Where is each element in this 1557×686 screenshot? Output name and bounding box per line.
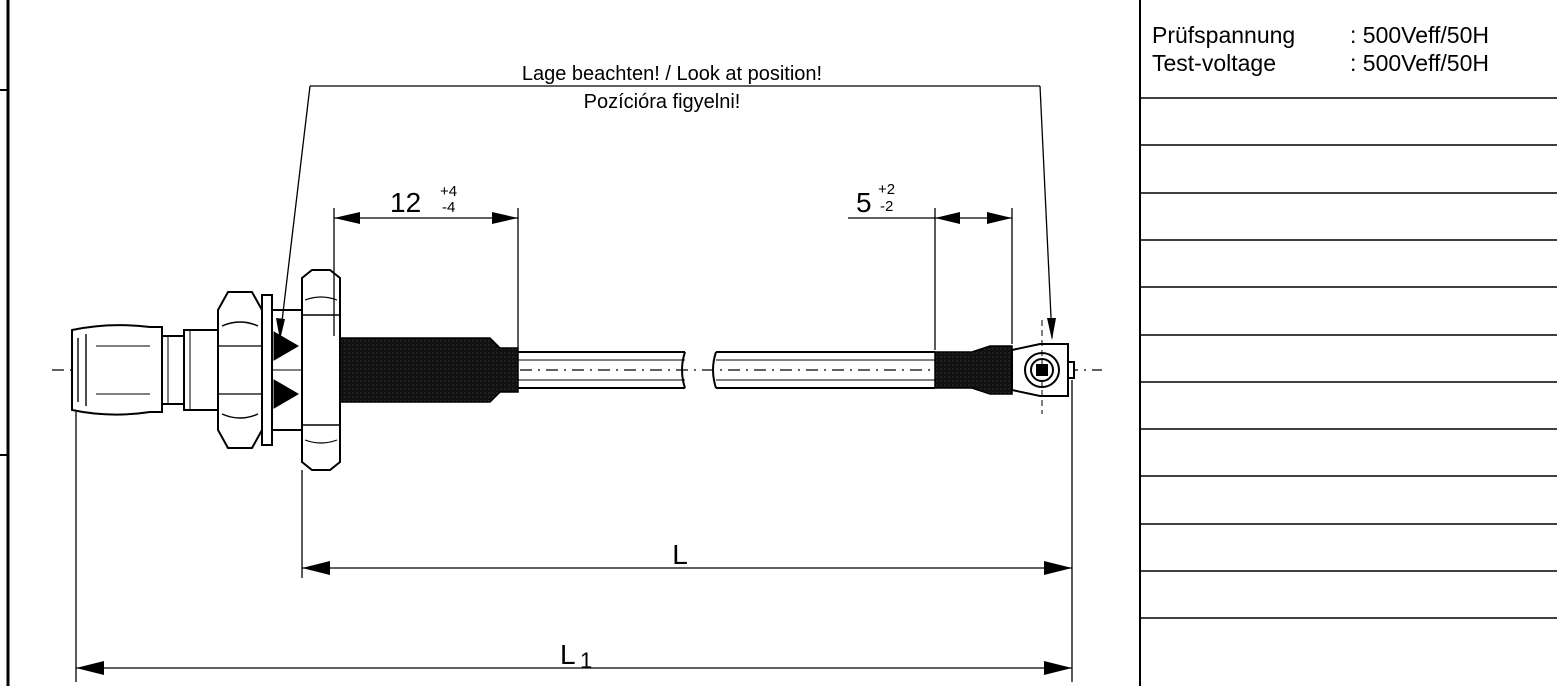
dim-arrow-right-strip-a (935, 212, 960, 224)
dim-right-strip-lower-tol: -2 (880, 198, 893, 215)
flange-nut (301, 269, 341, 471)
dim-left-strip-upper-tol: +4 (440, 183, 457, 200)
dim-arrow-l1-b (1044, 661, 1072, 675)
note-leader (279, 85, 1053, 339)
hex-nut (217, 291, 263, 449)
connector-plug (71, 324, 219, 416)
dim-arrow-left-strip-a (334, 212, 360, 224)
heatshrink-right (934, 345, 1013, 395)
dim-left-strip-lower-tol: -4 (442, 199, 455, 216)
dim-arrow-left-strip-b (492, 212, 518, 224)
spec-row-2-value: : 500Veff/50H (1350, 50, 1489, 76)
note-arrow-left (276, 318, 285, 340)
dim-arrow-l1-a (76, 661, 104, 675)
spec-row-1-label: Prüfspannung (1152, 22, 1295, 48)
dim-arrow-right-strip-b (987, 212, 1012, 224)
dim-left-strip-nominal: 12 (390, 187, 421, 218)
dim-right-strip-nominal: 5 (856, 187, 872, 218)
dimension-l1 (75, 412, 1072, 682)
dim-arrow-l-a (302, 561, 330, 575)
lock-washer (261, 294, 303, 446)
note-arrow-right (1047, 318, 1056, 340)
spec-row-1-value: : 500Veff/50H (1350, 22, 1489, 48)
cable-right-segment (712, 351, 935, 389)
spec-row-2-label: Test-voltage (1152, 50, 1276, 76)
dim-l-label: L (672, 539, 688, 570)
dim-l1-subscript: 1 (580, 648, 592, 673)
dim-right-strip-upper-tol: +2 (878, 181, 895, 198)
cable-left-segment (518, 351, 686, 389)
connector-right-angle (1011, 320, 1075, 414)
dimension-right-strip (848, 208, 1013, 350)
dimension-l (301, 380, 1073, 682)
spec-table: Prüfspannung : 500Veff/50H Test-voltage … (1139, 0, 1557, 686)
spec-table-rule-lines (1140, 97, 1557, 619)
note-line-1: Lage beachten! / Look at position! (522, 63, 822, 85)
dim-l1-letter: L (560, 639, 576, 670)
note-line-2: Pozícióra figyelni! (584, 91, 741, 113)
dimension-left-strip (333, 208, 519, 348)
drawing-frame-left (0, 0, 10, 686)
dim-arrow-l-b (1044, 561, 1072, 575)
heatshrink-left (339, 337, 519, 403)
